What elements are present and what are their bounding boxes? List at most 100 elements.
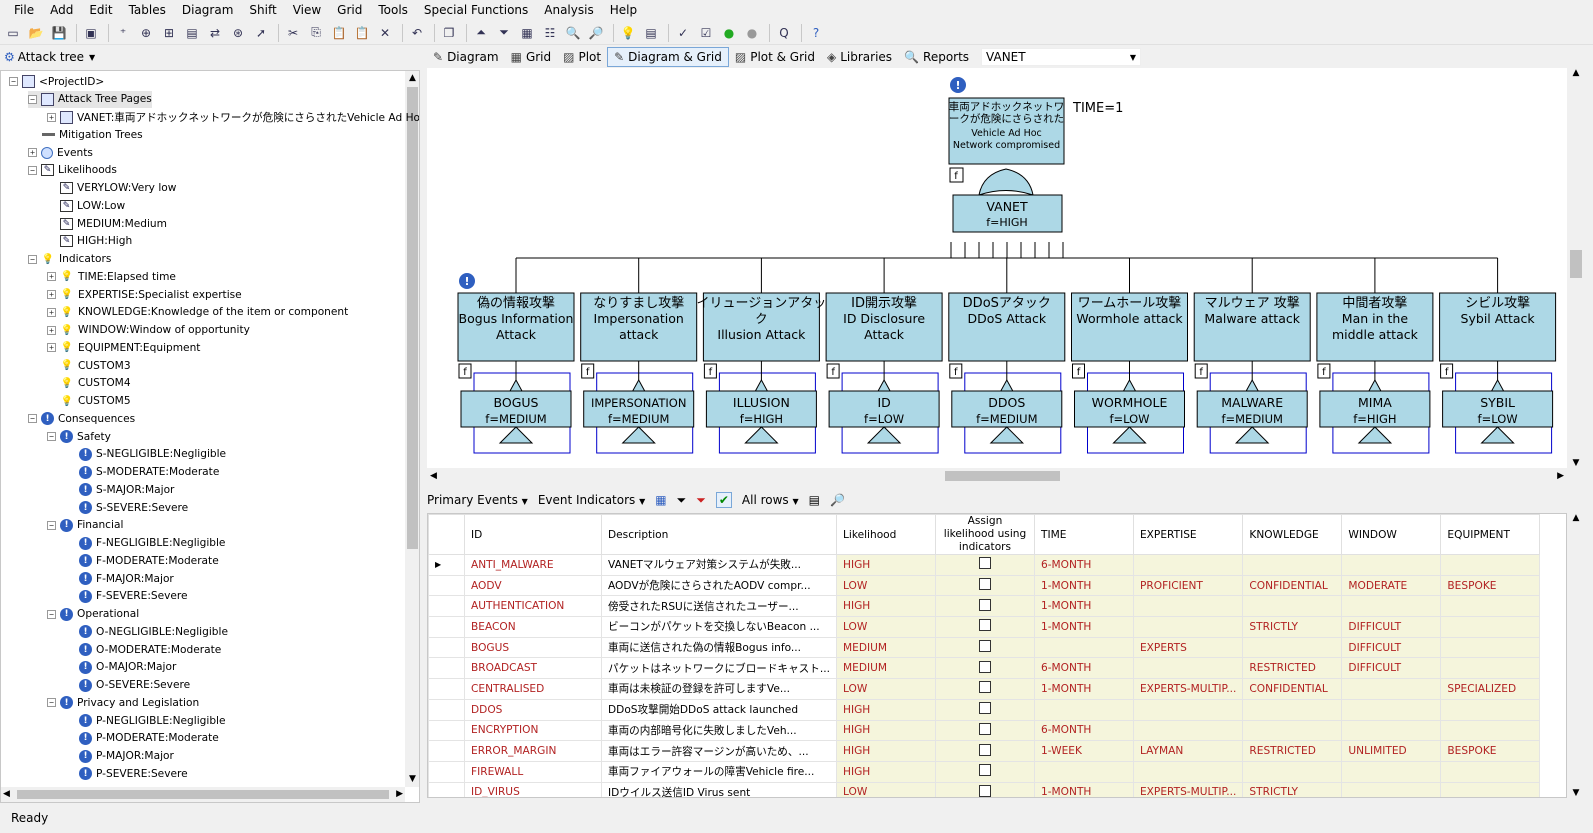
cell-knowledge[interactable]: CONFIDENTIAL — [1242, 574, 1343, 597]
pages-icon[interactable]: ❐ — [443, 25, 455, 40]
cell-id[interactable]: AODV — [464, 574, 602, 597]
event-indicators-dropdown[interactable]: Event Indicators ▼ — [538, 493, 645, 507]
checkbox[interactable] — [978, 619, 991, 632]
cell-description[interactable]: IDウイルス送信ID Virus sent — [601, 781, 837, 797]
cell-description[interactable]: 車両はエラー許容マージンが高いため、... — [601, 740, 837, 762]
find-icon[interactable]: 🔍 — [565, 25, 581, 40]
cell-window[interactable]: UNLIMITED — [1341, 740, 1442, 762]
cell-knowledge[interactable] — [1242, 636, 1343, 659]
row-header[interactable] — [428, 678, 465, 700]
cell-likelihood[interactable]: LOW — [835, 616, 936, 638]
cell-knowledge[interactable] — [1242, 698, 1343, 721]
cell-knowledge[interactable]: CONFIDENTIAL — [1242, 678, 1343, 700]
export-icon[interactable]: ▤ — [808, 493, 821, 507]
paste-special-icon[interactable]: 📋 — [354, 25, 370, 40]
cell-window[interactable]: MODERATE — [1341, 574, 1442, 597]
diagram-vertical-scrollbar[interactable]: ▲ ▼ — [1567, 68, 1585, 468]
checkbox[interactable] — [978, 578, 991, 591]
add-event-icon[interactable]: ⁺ — [119, 25, 127, 40]
collapse-icon[interactable]: − — [28, 254, 37, 264]
tree-item[interactable]: !S-SEVERE:Severe — [66, 499, 188, 516]
find-in-grid-icon[interactable]: 🔎 — [830, 493, 845, 507]
cell-time[interactable]: 1-MONTH — [1033, 616, 1134, 638]
scroll-right-arrow[interactable]: ▶ — [1557, 471, 1564, 481]
scroll-up-arrow[interactable]: ▲ — [1572, 513, 1580, 523]
cell-knowledge[interactable] — [1242, 554, 1343, 576]
move-down-icon[interactable]: ⏷ — [499, 25, 509, 39]
open-folder-icon[interactable]: 📂 — [28, 25, 44, 40]
add-gate-icon[interactable]: ⊕ — [140, 25, 152, 40]
menu-item-diagram[interactable]: Diagram — [181, 3, 234, 17]
check-filter-icon[interactable]: ✔ — [715, 492, 732, 508]
tree-vertical-scrollbar[interactable]: ▲ ▼ — [405, 71, 419, 787]
gate-box[interactable] — [705, 390, 817, 428]
cell-equipment[interactable] — [1440, 657, 1541, 680]
cell-expertise[interactable]: PROFICIENT — [1132, 574, 1244, 597]
tab-plot-grid[interactable]: ▨Plot & Grid — [729, 47, 821, 67]
menu-item-special-functions[interactable]: Special Functions — [423, 3, 529, 17]
column-header[interactable]: EXPERTISE — [1132, 514, 1244, 555]
menu-item-analysis[interactable]: Analysis — [544, 3, 594, 17]
cell-likelihood[interactable]: HIGH — [835, 698, 936, 721]
scroll-thumb[interactable] — [945, 471, 1060, 481]
cell-description[interactable]: DDoS攻撃開始DDoS attack launched — [601, 698, 837, 721]
cut-icon[interactable]: ✂ — [287, 25, 299, 40]
tree-item[interactable]: +VANET:車両アドホックネットワークが危険にさらされたVehicle Ad … — [47, 109, 419, 126]
checkbox[interactable] — [978, 702, 991, 715]
gate-box[interactable] — [1196, 390, 1308, 428]
tree-item[interactable]: !F-MAJOR:Major — [66, 570, 174, 587]
gate-box[interactable] — [583, 390, 695, 428]
cell-expertise[interactable] — [1132, 719, 1244, 742]
cell-description[interactable]: AODVが危険にさらされたAODV compr... — [601, 574, 837, 597]
attack-node-box[interactable] — [1193, 292, 1311, 362]
checkbox[interactable] — [978, 681, 991, 694]
tree-item[interactable]: !S-NEGLIGIBLE:Negligible — [66, 446, 226, 463]
gate-box[interactable] — [952, 194, 1063, 233]
checkbox[interactable] — [978, 784, 991, 797]
cell-expertise[interactable] — [1132, 554, 1244, 576]
row-header[interactable] — [428, 574, 465, 597]
tree-item[interactable]: ✎LOW:Low — [47, 197, 125, 214]
tree-item[interactable]: Mitigation Trees — [28, 126, 143, 143]
checkbox[interactable] — [978, 598, 991, 611]
tree-item[interactable]: −Attack Tree Pages — [28, 90, 152, 108]
row-header[interactable] — [428, 719, 465, 742]
cell-window[interactable] — [1341, 595, 1442, 618]
menu-item-tables[interactable]: Tables — [128, 3, 166, 17]
tree-item[interactable]: 💡CUSTOM3 — [47, 357, 131, 374]
scroll-down-arrow[interactable]: ▼ — [409, 774, 416, 784]
attack-node-box[interactable] — [580, 292, 698, 362]
tree-item[interactable]: −!Privacy and Legislation — [47, 694, 199, 711]
tree-item[interactable]: !P-NEGLIGIBLE:Negligible — [66, 712, 226, 729]
tree-item[interactable]: +Events — [28, 144, 93, 161]
cell-id[interactable]: ID_VIRUS — [464, 781, 602, 797]
tree-item[interactable]: !F-SEVERE:Severe — [66, 588, 188, 605]
tree-item[interactable]: −!Safety — [47, 428, 111, 445]
transfer-icon[interactable]: ⇄ — [209, 25, 221, 40]
tab-diagram-grid[interactable]: ✎Diagram & Grid — [607, 47, 729, 67]
collapse-icon[interactable]: − — [28, 165, 37, 175]
expand-icon[interactable]: + — [47, 325, 56, 335]
tree-item[interactable]: !P-SEVERE:Severe — [66, 765, 188, 782]
cell-assign-checkbox[interactable] — [934, 740, 1035, 762]
scroll-thumb[interactable] — [17, 790, 389, 799]
grid-vertical-scrollbar[interactable]: ▲ ▼ — [1567, 513, 1585, 798]
diagram-horizontal-scrollbar[interactable]: ◀ ▶ — [427, 468, 1567, 484]
cell-description[interactable]: 車両の内部暗号化に失敗しましたVeh... — [601, 719, 837, 742]
tree-item[interactable]: !S-MODERATE:Moderate — [66, 464, 219, 481]
cell-equipment[interactable] — [1440, 781, 1541, 797]
cell-equipment[interactable] — [1440, 636, 1541, 659]
cell-likelihood[interactable]: HIGH — [835, 554, 936, 576]
save-icon[interactable]: 💾 — [51, 25, 67, 40]
cell-description[interactable]: 車両は未検証の登録を許可しますVe... — [601, 678, 837, 700]
sliders-icon[interactable]: ☷ — [544, 25, 556, 40]
tree-item[interactable]: !P-MAJOR:Major — [66, 748, 174, 765]
attack-tree-selector[interactable]: ⚙ Attack tree ▼ — [0, 47, 420, 67]
